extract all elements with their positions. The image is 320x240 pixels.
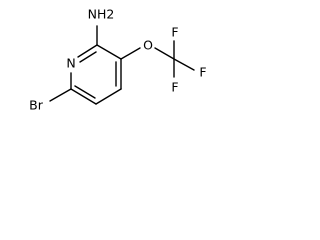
bromine-label: Br: [29, 98, 44, 113]
ether-oxygen-label: O: [143, 38, 153, 53]
bond-o-cf3: [154, 47, 175, 60]
bond-c5-c6-inner: [74, 85, 96, 99]
bond-c4-c5: [95, 88, 122, 105]
fluorine-top-label: F: [171, 25, 178, 40]
fluorine-bottom-label: F: [171, 80, 178, 95]
structure-diagram: NH2 N O F F F Br: [29, 7, 206, 113]
bond-c3-o: [120, 47, 141, 60]
bond-c2-c3: [96, 44, 122, 60]
ring-nitrogen-label: N: [66, 56, 75, 71]
amine-label: NH2: [88, 7, 115, 22]
bond-c-f-right: [173, 58, 195, 71]
fluorine-right-label: F: [199, 65, 206, 80]
bond-c5-c6: [70, 88, 97, 105]
bond-n1-c2-inner: [79, 51, 97, 63]
bond-c6-br: [49, 88, 72, 102]
bond-n1-c2: [77, 44, 98, 58]
